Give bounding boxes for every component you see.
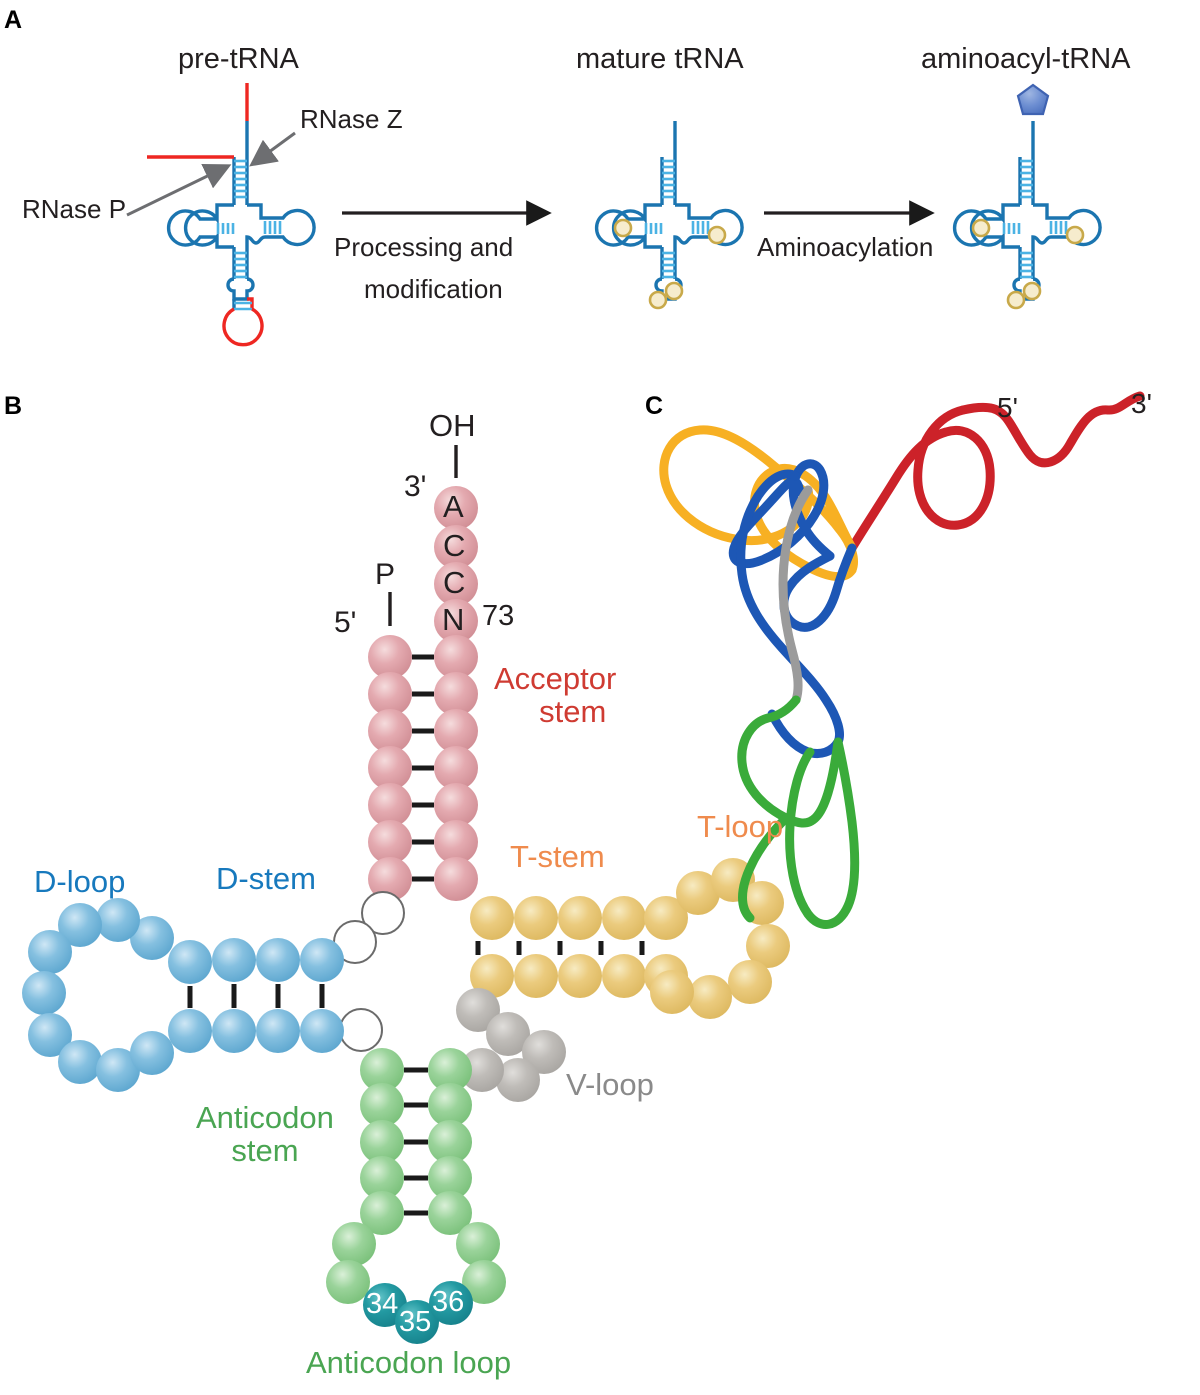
nucleotide-letter-n: N: [442, 602, 465, 637]
panel-c-five-prime-label: 5': [997, 392, 1018, 423]
ribbon-t-arm-a: [750, 464, 857, 581]
junction-open-circles: [333, 891, 405, 1052]
acceptor-stem-right-strand: [434, 635, 478, 901]
t-stem-upper-strand: [470, 896, 688, 940]
rnase-p-label: RNase P: [22, 194, 127, 224]
acceptor-stem-base-pair-bonds: [412, 654, 434, 882]
ribbon-v-loop: [778, 485, 813, 705]
anticodon-loop-beads: [326, 1222, 506, 1304]
rnase-p-arrow: [126, 164, 232, 217]
processing-label-line2: modification: [364, 274, 503, 304]
aminoacyl-trna-diagram: [952, 83, 1102, 310]
anticodon-loop-label: Anticodon loop: [306, 1345, 512, 1380]
anticodon-stem-label-line1: Anticodon: [196, 1100, 334, 1135]
d-stem-label: D-stem: [216, 861, 316, 896]
anticodon-stem-right-strand: [428, 1048, 472, 1235]
d-loop-label: D-loop: [34, 864, 126, 899]
modification-mark: [1006, 290, 1026, 310]
nucleotide-letter-a: A: [443, 489, 464, 524]
ribbon-d-arm-d: [767, 709, 843, 759]
modification-mark: [1065, 225, 1085, 245]
phosphate-label: P: [375, 558, 396, 591]
ribbon-anticodon-b: [785, 737, 860, 929]
acceptor-stem-label: Acceptor stem: [494, 662, 616, 729]
mature-trna-title: mature tRNA: [576, 43, 744, 75]
amino-acid-pentagon: [1016, 83, 1050, 116]
panel-c-graphics: [659, 391, 1145, 929]
d-stem-lower-strand: [168, 1009, 344, 1053]
v-loop-label: V-loop: [566, 1067, 654, 1102]
anticodon-number-36: 36: [432, 1286, 465, 1318]
t-stem-base-pair-bonds: [475, 941, 645, 955]
ribbon-acceptor-3prime: [958, 391, 1145, 468]
acceptor-stem-left-strand: [368, 635, 412, 901]
mature-trna-diagram: [594, 119, 744, 310]
ribbon-t-arm-b: [659, 425, 858, 575]
anticodon-number-34: 34: [366, 1288, 399, 1320]
modification-mark: [707, 225, 727, 245]
acceptor-stem-label-line1: Acceptor: [494, 661, 617, 696]
anticodon-stem-label: Anticodon stem: [196, 1101, 334, 1168]
acceptor-stem-label-line2: stem: [539, 694, 607, 730]
modification-mark: [664, 281, 684, 301]
t-loop-label: T-loop: [697, 809, 784, 844]
panel-b-letter: B: [4, 392, 23, 420]
t-stem-lower-strand: [470, 954, 688, 998]
modification-mark: [971, 218, 991, 238]
ribbon-d-arm-c: [736, 469, 844, 747]
aminoacylation-label: Aminoacylation: [757, 232, 934, 262]
aminoacyl-trna-title: aminoacyl-tRNA: [921, 43, 1131, 75]
t-loop-beads: [650, 858, 790, 1019]
panel-c-letter: C: [645, 392, 664, 420]
three-prime-extension-hairpin: [222, 307, 264, 347]
panel-c-three-prime-label: 3': [1131, 388, 1152, 419]
ribbon-d-arm-b: [728, 459, 835, 568]
panel-b-graphics: [22, 445, 790, 1344]
five-prime-label: 5': [334, 606, 357, 639]
nucleotide-letter-c2: C: [443, 565, 466, 600]
d-stem-base-pair-bonds: [187, 984, 325, 1008]
v-loop-beads: [456, 988, 566, 1102]
modification-mark: [613, 218, 633, 238]
three-prime-label: 3': [404, 470, 427, 503]
ribbon-anticodon-a: [737, 695, 843, 828]
ribbon-acceptor-5prime: [847, 405, 995, 553]
hydroxyl-label: OH: [429, 408, 476, 443]
nucleotide-letter-c1: C: [443, 528, 466, 563]
position-73-label: 73: [482, 600, 515, 632]
rnase-z-arrow: [249, 131, 296, 167]
ribbon-d-arm-a: [779, 543, 857, 632]
t-stem-label: T-stem: [510, 839, 605, 874]
anticodon-stem-label-line2: stem: [231, 1133, 299, 1169]
d-loop-beads: [22, 898, 174, 1092]
pre-trna-title: pre-tRNA: [178, 43, 299, 75]
processing-label-line1: Processing and: [334, 232, 514, 262]
modification-mark: [1022, 281, 1042, 301]
modification-mark: [648, 290, 668, 310]
d-stem-upper-strand: [168, 938, 344, 984]
ribbon-t-arm-c: [795, 485, 814, 525]
anticodon-stem-base-pair-bonds: [404, 1067, 428, 1216]
pre-trna-diagram: [147, 83, 316, 347]
anticodon-number-35: 35: [399, 1306, 432, 1338]
panel-a-letter: A: [4, 6, 23, 34]
rnase-z-label: RNase Z: [300, 104, 403, 134]
anticodon-stem-left-strand: [360, 1048, 404, 1235]
